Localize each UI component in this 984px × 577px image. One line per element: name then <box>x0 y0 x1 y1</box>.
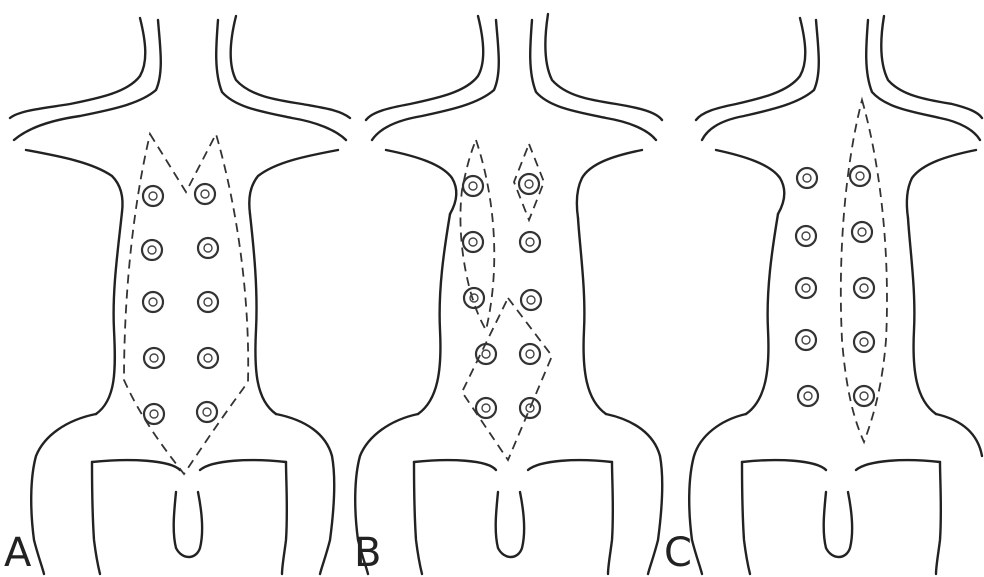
nipple <box>144 404 164 424</box>
nipple <box>521 290 541 310</box>
nipple <box>520 232 540 252</box>
body-outline <box>689 16 982 574</box>
nipples <box>796 166 874 406</box>
nipple <box>520 398 540 418</box>
panel-a: A <box>4 16 350 576</box>
nipple <box>198 348 218 368</box>
nipple <box>143 186 163 206</box>
nipple <box>463 176 483 196</box>
nipple <box>796 278 816 298</box>
nipple <box>476 398 496 418</box>
nipples <box>142 184 218 424</box>
nipple <box>195 184 215 204</box>
nipple <box>197 402 217 422</box>
panel-c: C <box>664 16 982 576</box>
nipple <box>519 174 539 194</box>
incision-line-bottom <box>462 298 552 460</box>
nipples <box>463 174 541 418</box>
nipple <box>796 330 816 350</box>
nipple <box>464 288 484 308</box>
nipple <box>143 292 163 312</box>
incision-line <box>841 100 887 442</box>
nipple <box>854 386 874 406</box>
nipple <box>796 226 816 246</box>
nipple <box>198 292 218 312</box>
panel-b: B <box>354 14 662 576</box>
nipple <box>852 222 872 242</box>
body-outline <box>355 14 662 574</box>
nipple <box>144 348 164 368</box>
panel-label-a: A <box>4 530 32 576</box>
panel-label-c: C <box>664 530 692 576</box>
nipple <box>198 238 218 258</box>
panel-label-b: B <box>354 530 381 576</box>
nipple <box>520 344 540 364</box>
nipple <box>798 386 818 406</box>
nipple <box>854 332 874 352</box>
nipple <box>463 232 483 252</box>
nipple <box>142 240 162 260</box>
nipple <box>797 168 817 188</box>
nipple <box>854 278 874 298</box>
body-outline <box>10 16 350 574</box>
nipple <box>476 344 496 364</box>
nipple <box>850 166 870 186</box>
